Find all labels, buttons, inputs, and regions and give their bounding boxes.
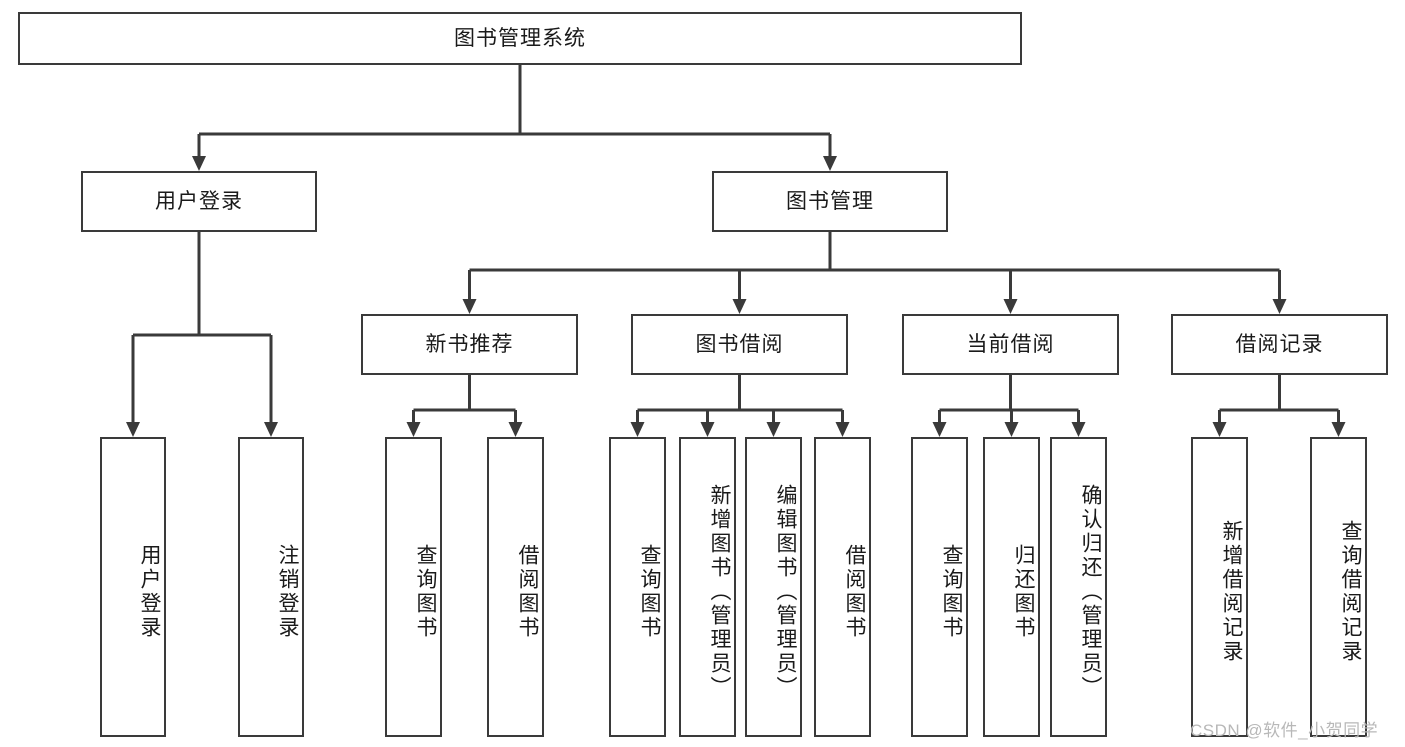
node-label: 新增图书（管理员） xyxy=(708,484,731,700)
node-leaf-query-book-1[interactable]: 查询图书 xyxy=(385,437,442,737)
node-book-borrow[interactable]: 图书借阅 xyxy=(631,314,848,375)
node-current-borrow[interactable]: 当前借阅 xyxy=(902,314,1119,375)
node-label: 查询图书 xyxy=(638,544,661,640)
node-label: 借阅图书 xyxy=(843,544,866,640)
node-label: 查询图书 xyxy=(414,544,437,640)
node-label: 编辑图书（管理员） xyxy=(774,484,797,700)
node-leaf-query-record[interactable]: 查询借阅记录 xyxy=(1310,437,1367,737)
node-leaf-add-record[interactable]: 新增借阅记录 xyxy=(1191,437,1248,737)
node-leaf-borrow-book-1[interactable]: 借阅图书 xyxy=(487,437,544,737)
node-label: 当前借阅 xyxy=(966,332,1055,356)
node-leaf-user-login[interactable]: 用户登录 xyxy=(100,437,166,737)
node-leaf-query-book-2[interactable]: 查询图书 xyxy=(609,437,666,737)
node-leaf-query-book-3[interactable]: 查询图书 xyxy=(911,437,968,737)
node-borrow-record[interactable]: 借阅记录 xyxy=(1171,314,1388,375)
node-leaf-return-book[interactable]: 归还图书 xyxy=(983,437,1040,737)
node-leaf-confirm-return[interactable]: 确认归还（管理员） xyxy=(1050,437,1107,737)
node-label: 图书管理 xyxy=(786,189,874,213)
node-label: 确认归还（管理员） xyxy=(1079,484,1102,700)
node-label: 新增借阅记录 xyxy=(1220,520,1243,664)
node-label: 图书管理系统 xyxy=(454,26,586,50)
node-label: 用户登录 xyxy=(155,189,243,213)
node-label: 用户登录 xyxy=(138,544,161,640)
node-label: 查询借阅记录 xyxy=(1339,520,1362,664)
node-book-manage[interactable]: 图书管理 xyxy=(712,171,948,232)
node-label: 注销登录 xyxy=(276,544,299,640)
node-label: 图书借阅 xyxy=(695,332,784,356)
node-new-book-recommend[interactable]: 新书推荐 xyxy=(361,314,578,375)
node-label: 新书推荐 xyxy=(425,332,514,356)
node-label: 查询图书 xyxy=(940,544,963,640)
node-label: 借阅图书 xyxy=(516,544,539,640)
node-leaf-logout-login[interactable]: 注销登录 xyxy=(238,437,304,737)
node-leaf-borrow-book-2[interactable]: 借阅图书 xyxy=(814,437,871,737)
node-user-login[interactable]: 用户登录 xyxy=(81,171,317,232)
node-label: 归还图书 xyxy=(1012,544,1035,640)
csdn-watermark: CSDN @软件_小贺同学 xyxy=(1190,721,1379,740)
node-leaf-add-book[interactable]: 新增图书（管理员） xyxy=(679,437,736,737)
node-label: 借阅记录 xyxy=(1235,332,1324,356)
node-leaf-edit-book[interactable]: 编辑图书（管理员） xyxy=(745,437,802,737)
node-root-root[interactable]: 图书管理系统 xyxy=(18,12,1022,65)
